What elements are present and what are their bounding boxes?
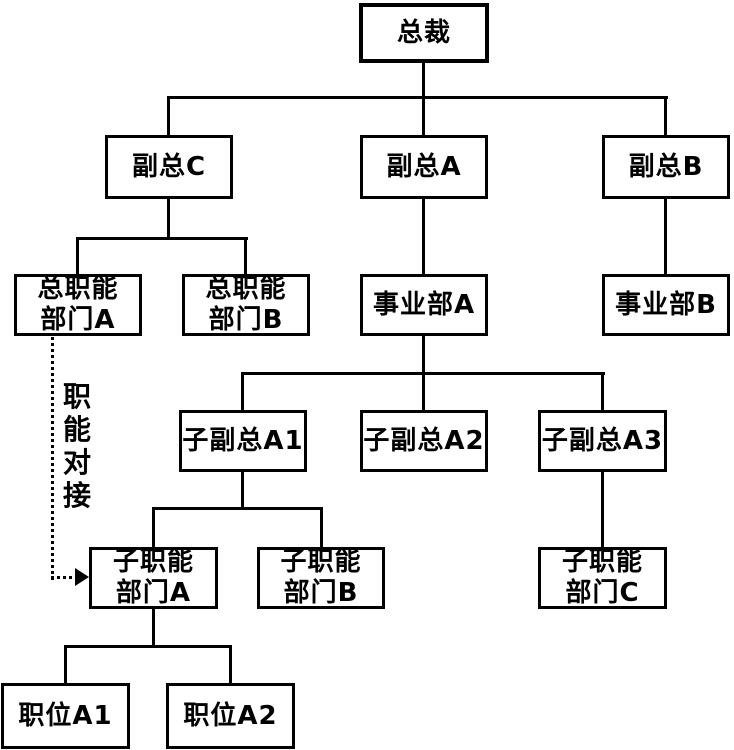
org-node-sub-func-dept-b: 子职能 部门B — [257, 547, 385, 609]
org-node-division-a-label: 事业部A — [372, 289, 476, 320]
org-node-vp-c-label: 副总C — [131, 151, 207, 182]
connector-line — [320, 507, 323, 550]
org-node-position-a2-label: 职位A2 — [183, 700, 278, 731]
connector-line — [422, 333, 425, 375]
org-node-division-b-label: 事业部B — [615, 289, 717, 320]
dotted-connector-line — [51, 337, 54, 580]
connector-line — [241, 372, 244, 413]
arrowhead-icon — [75, 568, 89, 586]
connector-line — [422, 372, 425, 413]
org-node-func-dept-b: 总职能 部门B — [182, 274, 310, 336]
org-node-division-b: 事业部B — [602, 274, 730, 336]
connector-line — [244, 237, 247, 277]
org-node-func-dept-a-label: 总职能 部门A — [37, 274, 119, 335]
connector-line — [422, 96, 425, 138]
org-node-sub-vp-a1: 子副总A1 — [179, 410, 307, 472]
org-node-position-a2: 职位A2 — [166, 683, 295, 749]
connector-line — [229, 645, 232, 686]
org-node-sub-vp-a2: 子副总A2 — [360, 410, 488, 472]
org-node-vp-b: 副总B — [602, 135, 730, 199]
org-node-sub-func-dept-b-label: 子职能 部门B — [280, 547, 362, 608]
org-node-sub-func-dept-a-label: 子职能 部门A — [112, 547, 194, 608]
org-node-position-a1-label: 职位A1 — [18, 700, 113, 731]
connector-line — [241, 470, 244, 510]
connector-line — [64, 645, 67, 686]
org-node-vp-c: 副总C — [105, 135, 233, 199]
connector-line — [167, 96, 668, 99]
org-node-func-dept-a: 总职能 部门A — [14, 274, 142, 336]
org-node-vp-b-label: 副总B — [628, 151, 704, 182]
connector-line — [167, 197, 170, 240]
connector-line — [601, 470, 604, 550]
dotted-connector-line — [51, 576, 78, 579]
dotted-connector-label: 职 能 对 接 — [62, 380, 91, 512]
connector-line — [422, 61, 425, 99]
org-node-sub-vp-a2-label: 子副总A2 — [363, 425, 485, 456]
connector-line — [167, 96, 170, 138]
connector-line — [76, 237, 79, 277]
org-node-president-label: 总裁 — [396, 17, 451, 48]
org-node-position-a1: 职位A1 — [1, 683, 130, 749]
org-node-sub-func-dept-a: 子职能 部门A — [89, 547, 218, 609]
org-node-vp-a: 副总A — [360, 135, 488, 199]
connector-line — [152, 607, 155, 648]
connector-line — [152, 507, 155, 550]
org-node-sub-vp-a3: 子副总A3 — [538, 410, 667, 472]
org-node-sub-vp-a1-label: 子副总A1 — [182, 425, 304, 456]
org-node-sub-func-dept-c-label: 子职能 部门C — [561, 547, 643, 608]
connector-line — [76, 237, 248, 240]
connector-line — [64, 645, 232, 648]
org-node-func-dept-b-label: 总职能 部门B — [205, 274, 287, 335]
org-node-sub-vp-a3-label: 子副总A3 — [541, 425, 664, 456]
connector-line — [422, 197, 425, 277]
connector-line — [664, 96, 667, 138]
org-node-division-a: 事业部A — [360, 274, 488, 336]
org-node-sub-func-dept-c: 子职能 部门C — [538, 547, 667, 609]
org-node-president: 总裁 — [359, 3, 489, 63]
connector-line — [664, 197, 667, 277]
connector-line — [152, 507, 323, 510]
connector-line — [601, 372, 604, 413]
org-node-vp-a-label: 副总A — [386, 151, 462, 182]
